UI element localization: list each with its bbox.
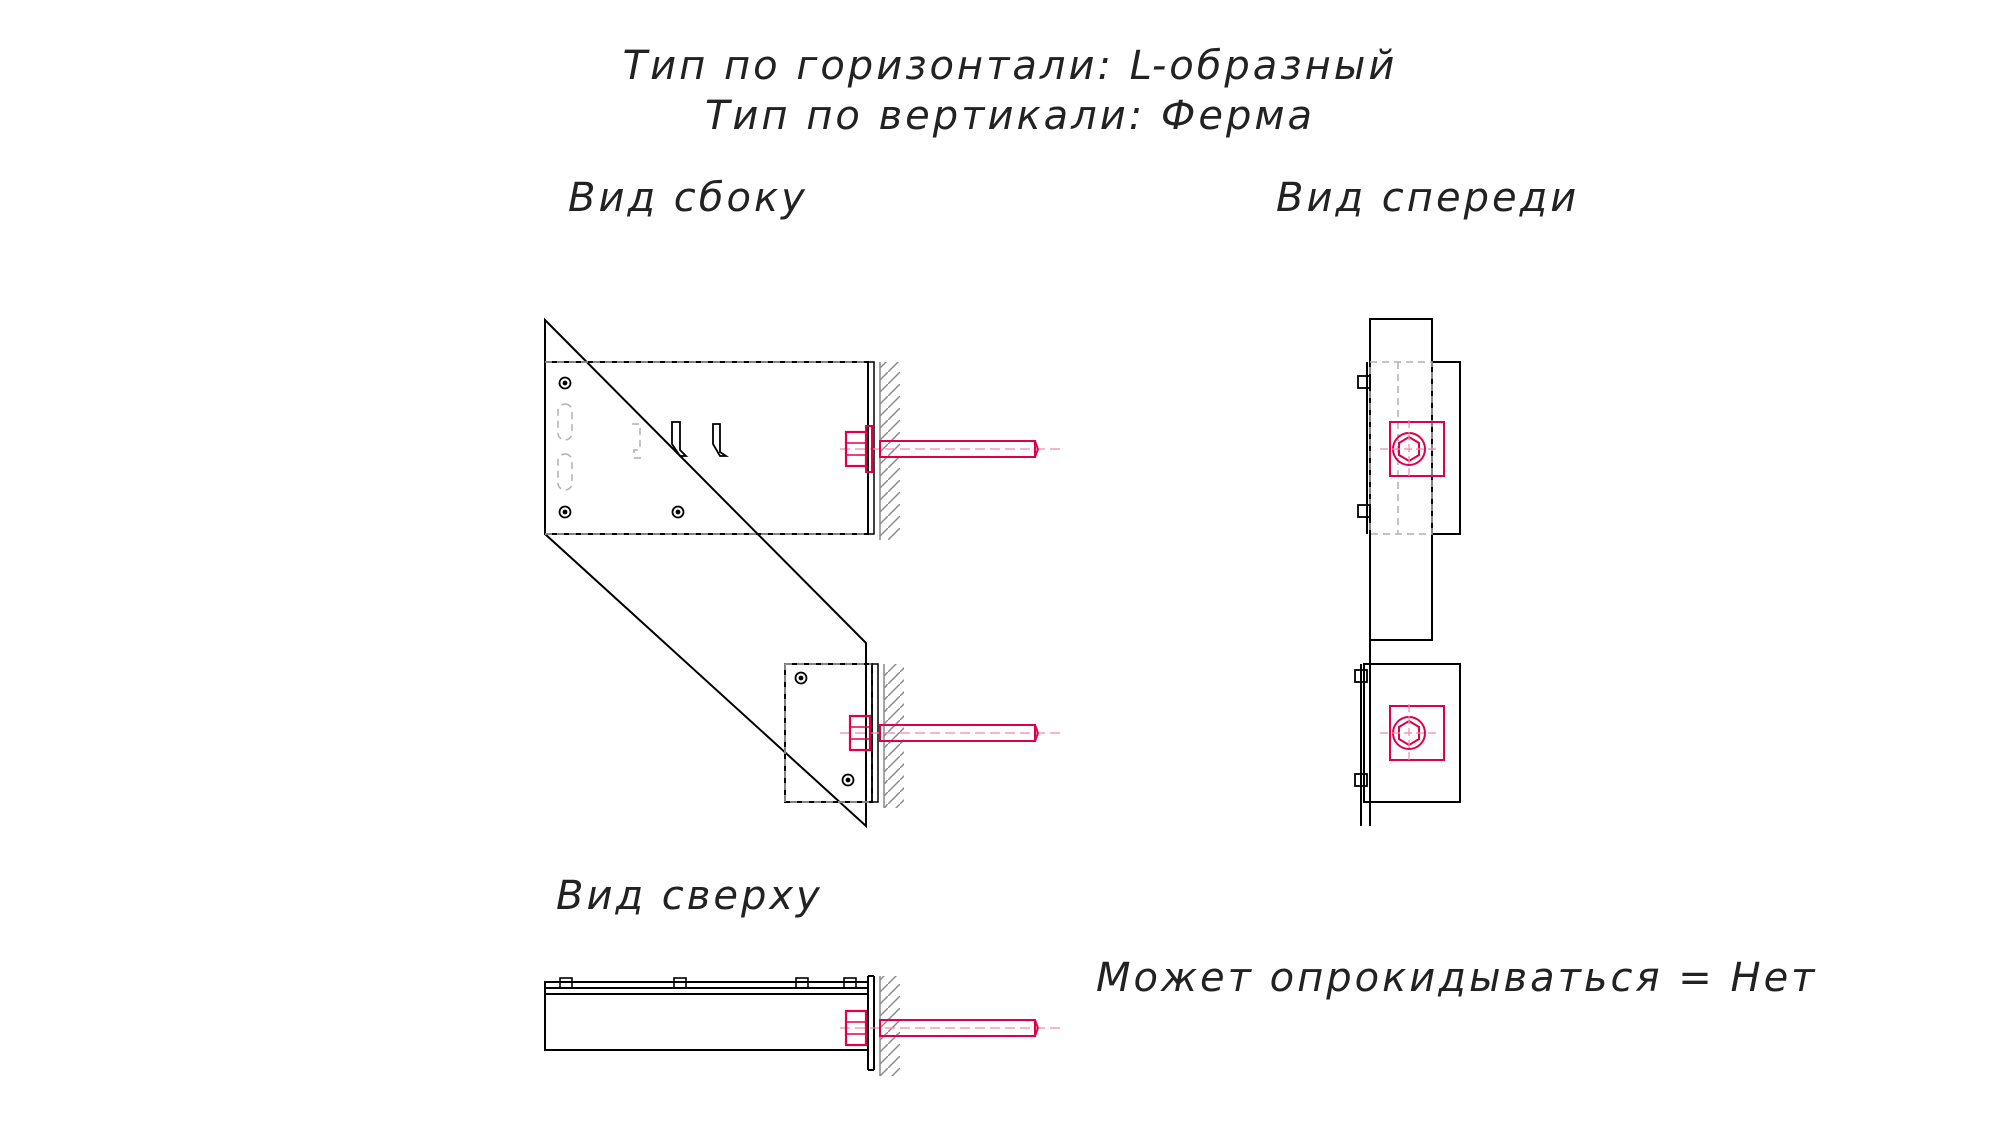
truss-front-outline xyxy=(1369,318,1433,641)
side-view xyxy=(544,317,879,829)
top-wall-hatch xyxy=(879,976,900,1076)
side-view-title: Вид сбоку xyxy=(568,175,808,221)
top-view-title: Вид сверху xyxy=(556,873,823,919)
top-anchor xyxy=(840,1009,1060,1047)
side-bolts xyxy=(558,376,855,787)
side-anchor-lower xyxy=(840,714,1060,752)
upper-bracket-front xyxy=(1431,361,1461,535)
horizontal-type-label: Тип по горизонтали: L-образный xyxy=(622,43,1398,89)
side-hidden-lines xyxy=(545,361,873,803)
vertical-type-label: Тип по вертикали: Ферма xyxy=(704,93,1316,139)
front-anchor-lower xyxy=(1380,704,1445,762)
top-bolts xyxy=(559,977,857,989)
front-anchor-upper xyxy=(1380,420,1445,478)
upper-wall-plate xyxy=(867,361,875,535)
side-wall-hatch xyxy=(879,362,904,808)
upper-plate-outline xyxy=(544,361,869,535)
hook-slots xyxy=(671,421,729,457)
tip-over-note: Может опрокидываться = Нет xyxy=(1096,955,1818,1001)
top-view xyxy=(544,975,875,1071)
front-view-title: Вид спереди xyxy=(1276,175,1580,221)
front-view xyxy=(1354,318,1461,826)
top-plate-outline xyxy=(544,981,869,1051)
truss-strut-outline xyxy=(544,317,867,829)
lower-bracket-front xyxy=(1363,663,1461,803)
front-bolts xyxy=(1354,375,1371,787)
side-anchor-upper xyxy=(840,425,1060,473)
